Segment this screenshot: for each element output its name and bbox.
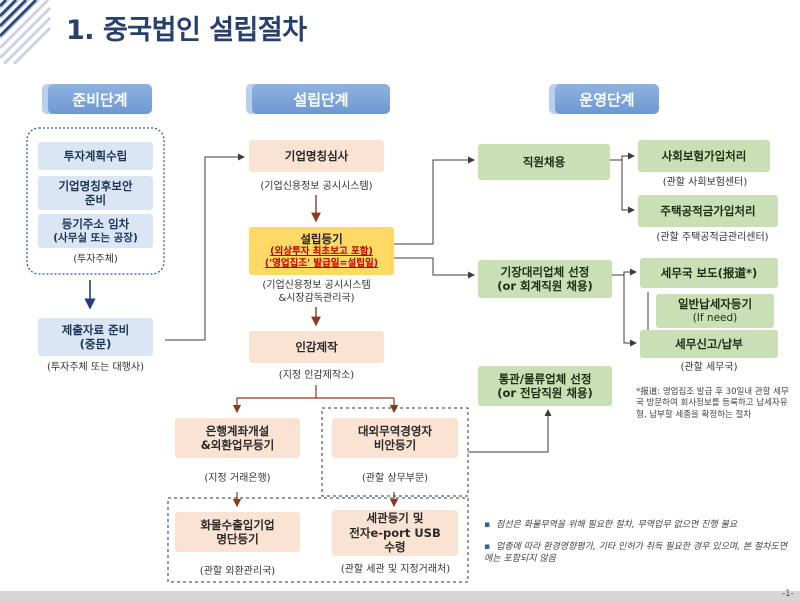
prep-name-candidates-line1: 기업명칭후보안 [58,178,133,193]
prep-docs: 제출자료 준비 (중문) [38,318,153,356]
setup-bank-line1: 은행계좌개설 [205,423,270,438]
ops-staff-label: 직원채용 [522,154,566,169]
stage-setup: 설립단계 [252,84,390,114]
note-dotted-line-text: 점선은 화물무역을 위해 필요한 절차, 무역업무 없으면 진행 불요 [496,520,738,530]
setup-bank: 은행계좌개설 &외환업무등기 [175,418,300,458]
setup-name-check-label: 기업명칭심사 [284,148,349,163]
setup-customs-caption: (관할 세관 및 지정거래처) [340,564,451,575]
ops-logistics-line1: 통관/물류업체 선정 [498,371,592,386]
setup-trade-caption: (관할 상무부문) [361,473,429,484]
arrow-register-to-agent [394,257,475,279]
setup-register-note1: (외상투자 최초보고 포함) [270,246,373,258]
ops-social-caption: (관할 사회보험센터) [662,177,748,188]
setup-seal: 인감제작 [249,331,384,363]
ops-tax-filing-label: 세무신고/납부 [675,336,743,351]
setup-register-caption: (기업신용정보 공시시스템 &시장감독관리국) [234,279,399,305]
setup-name-check-caption: (기업신용정보 공시시스템) [260,181,373,192]
arrow-agent-to-tax-file [623,275,637,347]
arrow-register-to-staff [394,156,475,245]
setup-register: 설립등기 (외상투자 최초보고 포함) ('영업집조' 발급일=설립일) [249,227,394,275]
note-bullet-icon: ▪ [484,542,491,552]
note-industry-permits: ▪업종에 따라 환경영향평가, 기타 인허가 취득 필요한 경우 있으며, 본 … [484,541,794,565]
setup-trade-line2: 비안등기 [373,438,417,452]
note-industry-permits-text: 업종에 따라 환경영향평가, 기타 인허가 취득 필요한 경우 있으며, 본 절… [484,542,788,565]
ops-logistics-line2: (or 전담직원 채용) [497,386,593,400]
ops-social-label: 사회보험가입처리 [661,148,747,163]
prep-docs-line1: 제출자료 준비 [61,322,130,337]
prep-address-lease-line1: 등기주소 임차 [61,217,130,232]
setup-register-caption-line1: (기업신용정보 공시시스템 [262,280,371,291]
setup-bank-line2: &외환업무등기 [200,438,275,452]
setup-seal-label: 인감제작 [295,339,338,354]
arrow-staff-to-housing [621,160,635,214]
setup-register-caption-line2: &시장감독관리국) [278,293,355,304]
setup-trade-registration: 대외무역경영자 비안등기 [332,418,458,458]
stage-prep: 준비단계 [48,84,152,114]
note-bullet-icon: ▪ [484,520,491,530]
ops-housing-label: 주택공적금가입처리 [660,203,756,218]
prep-name-candidates-line2: 준비 [84,193,107,207]
setup-cargo-caption: (관할 외환관리국) [199,566,276,577]
setup-trade-line1: 대외무역경영자 [357,423,433,438]
arrow-docs-to-namecheck [165,153,245,341]
ops-tax-filing: 세무신고/납부 [640,330,778,358]
setup-register-note2: ('영업집조' 발급일=설립일) [264,258,379,270]
setup-customs-line3: 수령 [384,540,406,555]
ops-tax-report-label: 세무국 보도(报道*) [660,265,758,280]
ops-housing-caption: (관할 주택공적금관리센터) [656,232,769,243]
arrow-seal-to-bank [232,385,317,414]
setup-customs: 세관등기 및 전자e-port USB 수령 [332,510,458,556]
ops-general-tax-line2: (If need) [692,311,738,324]
setup-customs-line2: 전자e-port USB [349,525,441,540]
ops-social-insurance: 사회보험가입처리 [638,140,770,172]
trade-dashed-box-lower [167,497,469,583]
stage-ops: 운영단계 [555,84,659,114]
prep-invest-plan-label: 투자계획수립 [63,148,128,163]
setup-cargo-registration: 화물수출입기업 명단등기 [175,512,300,552]
ops-agent-line1: 기장대리업체 선정 [500,264,590,279]
prep-group-caption: (투자주체) [73,254,118,265]
corner-decoration [0,0,52,64]
prep-address-lease-line2: (사무실 또는 공장) [53,231,138,244]
prep-address-lease: 등기주소 임차 (사무실 또는 공장) [38,214,153,248]
prep-name-candidates: 기업명칭후보안 준비 [38,176,153,210]
trade-dashed-box-upper [321,407,469,497]
setup-seal-caption: (지정 인감제작소) [278,370,355,381]
ops-agent: 기장대리업체 선정 (or 회계직원 채용) [478,260,612,298]
ops-general-taxpayer: 일반납세자등기 (If need) [656,294,774,328]
setup-register-label: 설립등기 [300,231,343,246]
ops-housing-fund: 주택공적금가입처리 [638,195,778,227]
page-title: 1. 중국법인 설립절차 [66,15,307,46]
note-dotted-line: ▪ 점선은 화물무역을 위해 필요한 절차, 무역업무 없으면 진행 불요 [484,519,794,531]
arrow-trade-to-logistics [468,409,552,453]
setup-cargo-line2: 명단등기 [216,532,259,546]
ops-tax-footnote: *报道: 영업집조 발급 후 30일내 관할 세무국 방문하여 회사정보를 등록… [636,387,789,420]
prep-invest-plan: 투자계획수립 [38,142,153,170]
ops-agent-line2: (or 회계직원 채용) [497,279,593,293]
ops-logistics: 통관/물류업체 선정 (or 전담직원 채용) [478,366,612,406]
prep-docs-line2: (중문) [79,337,112,351]
setup-cargo-line1: 화물수출입기업 [200,517,275,532]
page-number: -1- [781,589,794,599]
ops-tax-report: 세무국 보도(报道*) [640,258,778,288]
arrow-staff-to-social [610,152,635,161]
arrow-agent-to-tax-report [612,268,637,276]
setup-bank-caption: (지정 거래은행) [204,473,271,484]
ops-staff: 직원채용 [478,144,610,180]
ops-tax-caption: (관할 세무국) [680,362,738,373]
prep-docs-caption: (투자주체 또는 대행사) [47,362,144,373]
ops-general-tax-line1: 일반납세자등기 [677,297,753,312]
footer-bar [0,591,800,602]
prep-group-outline [26,127,165,275]
setup-customs-line1: 세관등기 및 [366,511,424,526]
setup-name-check: 기업명칭심사 [249,140,384,172]
